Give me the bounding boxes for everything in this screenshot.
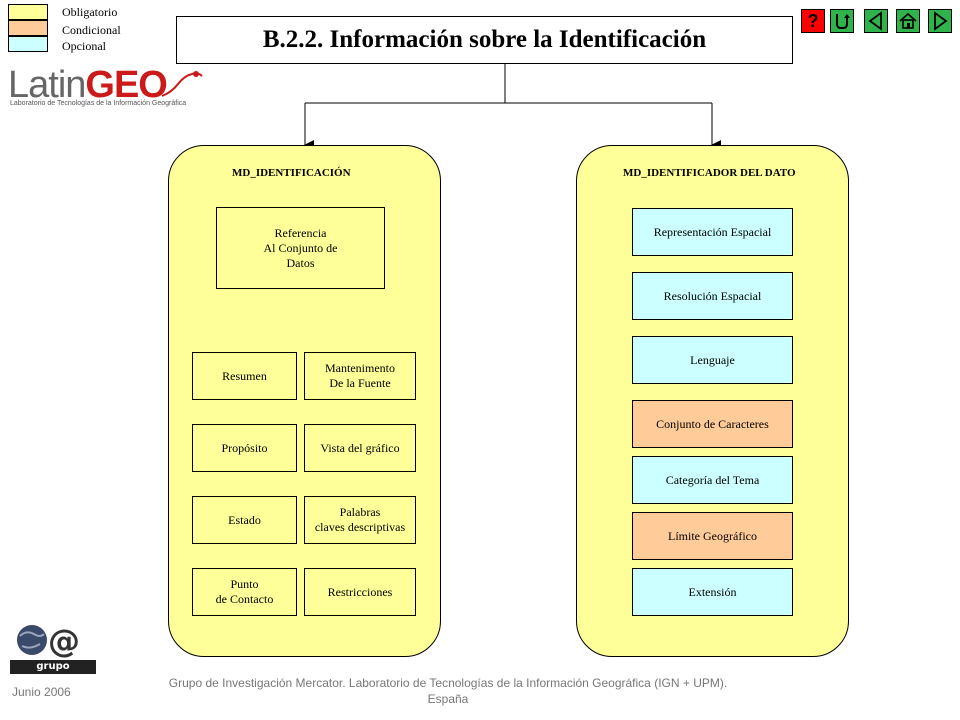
node-vista-grafico[interactable]: Vista del gráfico: [304, 424, 416, 472]
legend-label-required: Obligatorio: [62, 5, 118, 19]
help-icon: ?: [807, 10, 819, 31]
return-icon: [836, 14, 850, 29]
latingeo-logo: LatinGEO Laboratorio de Tecnologías de l…: [8, 66, 208, 112]
node-restricciones[interactable]: Restricciones: [304, 568, 416, 616]
node-conjunto-caracteres[interactable]: Conjunto de Caracteres: [632, 400, 793, 448]
node-punto-contacto[interactable]: Punto de Contacto: [192, 568, 297, 616]
legend-label-conditional: Condicional: [62, 23, 121, 37]
legend-swatch-required: [8, 4, 48, 20]
node-palabras-claves[interactable]: Palabras claves descriptivas: [304, 496, 416, 544]
back-icon: [868, 11, 882, 31]
connector-lines: [304, 64, 721, 150]
back-button[interactable]: [864, 9, 888, 33]
footer-country: España: [427, 692, 469, 706]
forward-icon: [934, 11, 948, 31]
node-lenguaje[interactable]: Lenguaje: [632, 336, 793, 384]
identification-panel-title: MD_IDENTIFICACIÓN: [232, 167, 351, 179]
home-icon: [899, 12, 917, 29]
legend-swatch-conditional: [8, 20, 48, 36]
legend-label-optional: Opcional: [62, 39, 106, 53]
footer-credit: Grupo de Investigación Mercator. Laborat…: [168, 676, 728, 690]
node-limite-geografico[interactable]: Límite Geográfico: [632, 512, 793, 560]
data-identifier-panel-title: MD_IDENTIFICADOR DEL DATO: [623, 167, 796, 179]
node-estado[interactable]: Estado: [192, 496, 297, 544]
globe-at-icon: @: [17, 622, 80, 660]
footer-date: Junio 2006: [12, 685, 71, 699]
node-categoria-tema[interactable]: Categoría del Tema: [632, 456, 793, 504]
mercator-logo: @ grupo mercator: [8, 622, 96, 686]
legend-swatch-optional: [8, 36, 48, 52]
node-resumen[interactable]: Resumen: [192, 352, 297, 400]
help-button[interactable]: ?: [801, 9, 825, 33]
svg-text:@: @: [48, 622, 80, 660]
node-extension[interactable]: Extensión: [632, 568, 793, 616]
node-resolucion-espacial[interactable]: Resolución Espacial: [632, 272, 793, 320]
mercator-logo-text: grupo mercator: [10, 660, 96, 686]
home-button[interactable]: [896, 9, 920, 33]
node-proposito[interactable]: Propósito: [192, 424, 297, 472]
latingeo-swirl-icon: [161, 71, 203, 97]
return-button[interactable]: [830, 9, 854, 33]
latingeo-subtitle: Laboratorio de Tecnologías de la Informa…: [10, 100, 187, 107]
node-referencia[interactable]: Referencia Al Conjunto de Datos: [216, 207, 385, 289]
forward-button[interactable]: [928, 9, 952, 33]
node-mantenimiento[interactable]: Mantenimento De la Fuente: [304, 352, 416, 400]
page-title: B.2.2. Información sobre la Identificaci…: [176, 16, 793, 64]
node-representacion-espacial[interactable]: Representación Espacial: [632, 208, 793, 256]
